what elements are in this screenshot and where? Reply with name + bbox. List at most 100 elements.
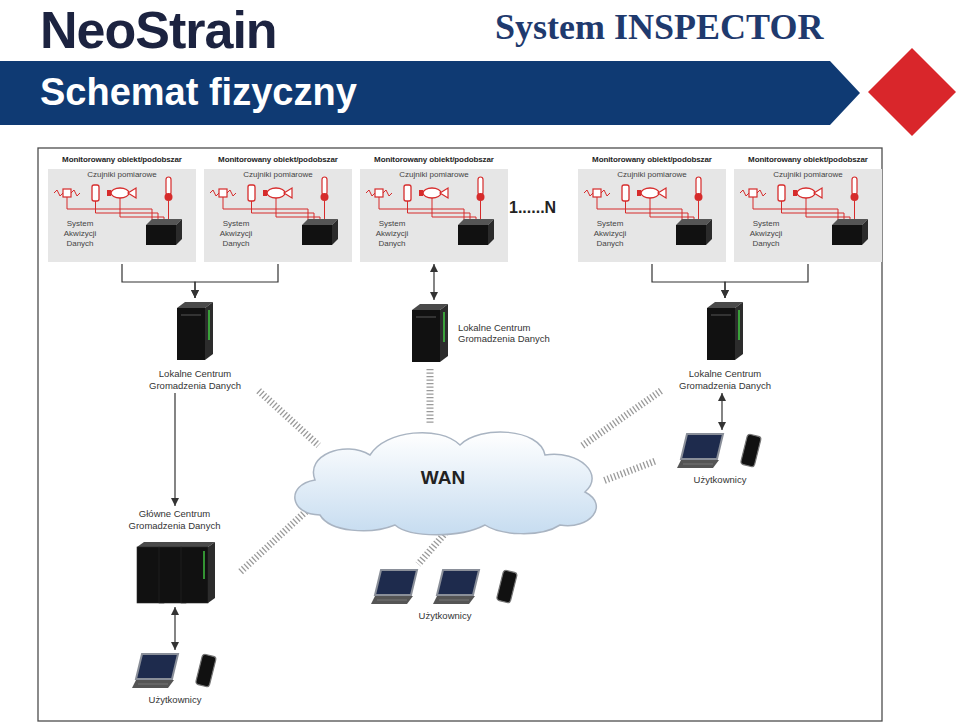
ellipse-shape xyxy=(641,188,659,198)
ellipse-shape xyxy=(423,188,441,198)
node-label: Użytkownicy xyxy=(149,694,202,706)
rect-shape xyxy=(622,185,629,201)
polygon-shape xyxy=(433,596,475,604)
device-icon xyxy=(410,302,450,364)
rect-shape xyxy=(778,185,785,201)
svg-shape xyxy=(132,652,180,690)
svg-shape xyxy=(677,432,725,470)
rect-shape xyxy=(711,314,731,316)
polygon-shape xyxy=(440,188,448,198)
line-shape xyxy=(138,684,168,685)
path-shape xyxy=(54,190,80,196)
device-icon xyxy=(135,539,215,605)
rect-shape xyxy=(412,310,440,362)
data-center-node: Lokalne Centrum Gromadzenia Danych xyxy=(665,300,785,391)
device-row xyxy=(371,568,519,606)
arrow-connector xyxy=(433,264,434,300)
node-label: Lokalne Centrum Gromadzenia Danych xyxy=(458,322,582,345)
data-center-node: Lokalne Centrum Gromadzenia Danych xyxy=(410,302,582,364)
polygon-shape xyxy=(440,304,448,362)
rect-shape xyxy=(63,189,71,197)
polygon-shape xyxy=(375,570,417,595)
path-shape xyxy=(740,190,766,196)
circle-shape xyxy=(477,193,485,201)
rect-shape xyxy=(322,177,327,195)
arrow-connector xyxy=(174,607,175,650)
node-label: System Akwizycji Danych xyxy=(581,219,639,249)
monitored-object-panel: Monitorowany obiekt/podobszarCzujniki po… xyxy=(48,155,196,262)
arrow-connector xyxy=(122,264,195,298)
arrow-connector xyxy=(174,393,175,506)
device-icon xyxy=(194,652,218,690)
data-center-node: Lokalne Centrum Gromadzenia Danych xyxy=(135,300,255,391)
line-shape xyxy=(439,600,469,601)
line-shape xyxy=(208,310,210,340)
rect-shape xyxy=(166,177,171,195)
polygon-shape xyxy=(676,219,712,225)
node-label: Lokalne Centrum Gromadzenia Danych xyxy=(665,368,785,391)
system-name: System INSPECTOR xyxy=(495,5,823,49)
label-slot: System INSPECTOR xyxy=(495,5,823,49)
node-label: System Akwizycji Danych xyxy=(737,219,795,249)
rect-shape xyxy=(852,177,857,195)
monitored-object-panel: Monitorowany obiekt/podobszarCzujniki po… xyxy=(204,155,352,262)
svg-shape xyxy=(371,568,419,606)
wireless-link xyxy=(581,391,661,447)
arrow-connector xyxy=(652,264,725,298)
device-icon xyxy=(677,432,725,470)
rect-shape xyxy=(181,547,208,603)
path-shape xyxy=(379,197,481,222)
node-label: Monitorowany obiekt/podobszar xyxy=(44,155,200,165)
range-label: 1......N xyxy=(509,198,556,218)
line-shape xyxy=(203,551,205,579)
device-icon xyxy=(175,300,215,362)
rect-shape xyxy=(793,190,797,196)
monitored-object-panel: Monitorowany obiekt/podobszarCzujniki po… xyxy=(734,155,882,262)
svg-shape xyxy=(360,169,508,262)
rect-shape xyxy=(204,169,352,262)
rect-shape xyxy=(177,308,205,360)
svg-shape xyxy=(204,169,352,262)
polygon-shape xyxy=(658,188,666,198)
rect-shape xyxy=(593,189,601,197)
ellipse-shape xyxy=(111,188,129,198)
rect-shape xyxy=(195,654,216,687)
circle-shape xyxy=(851,193,859,201)
rect-shape xyxy=(578,169,726,262)
device-icon xyxy=(371,568,419,606)
device-icon xyxy=(495,568,519,606)
circle-shape xyxy=(321,193,329,201)
polygon-shape xyxy=(136,654,178,679)
svg-shape xyxy=(48,169,196,262)
svg-shape xyxy=(578,169,726,262)
rect-shape xyxy=(375,189,383,197)
rect-shape xyxy=(696,177,701,195)
rect-shape xyxy=(219,189,227,197)
wireless-link xyxy=(604,461,655,480)
rect-shape xyxy=(48,169,196,262)
node-label: Czujniki pomiarowe xyxy=(204,170,352,180)
rect-shape xyxy=(676,225,706,245)
device-icon xyxy=(739,432,763,470)
main-data-center-node: Główne Centrum Gromadzenia Danych xyxy=(112,508,237,605)
rect-shape xyxy=(146,225,176,245)
rect-shape xyxy=(263,190,267,196)
polygon-shape xyxy=(488,219,494,245)
line-shape xyxy=(738,310,740,340)
node-label: System Akwizycji Danych xyxy=(363,219,421,249)
device-row xyxy=(677,432,763,470)
node-label: System Akwizycji Danych xyxy=(51,219,109,249)
red-diamond xyxy=(868,48,956,136)
ellipse-shape xyxy=(797,188,815,198)
svg-shape xyxy=(734,169,882,262)
rect-shape xyxy=(740,434,761,467)
monitored-object-panel: Monitorowany obiekt/podobszarCzujniki po… xyxy=(360,155,508,262)
g-shape xyxy=(181,542,215,603)
node-label: Główne Centrum Gromadzenia Danych xyxy=(112,508,237,531)
rect-shape xyxy=(92,185,99,201)
users-group: Użytkownicy xyxy=(660,432,780,486)
path-shape xyxy=(597,197,699,222)
node-label: Czujniki pomiarowe xyxy=(578,170,726,180)
svg-shape xyxy=(433,568,481,606)
rect-shape xyxy=(248,185,255,201)
